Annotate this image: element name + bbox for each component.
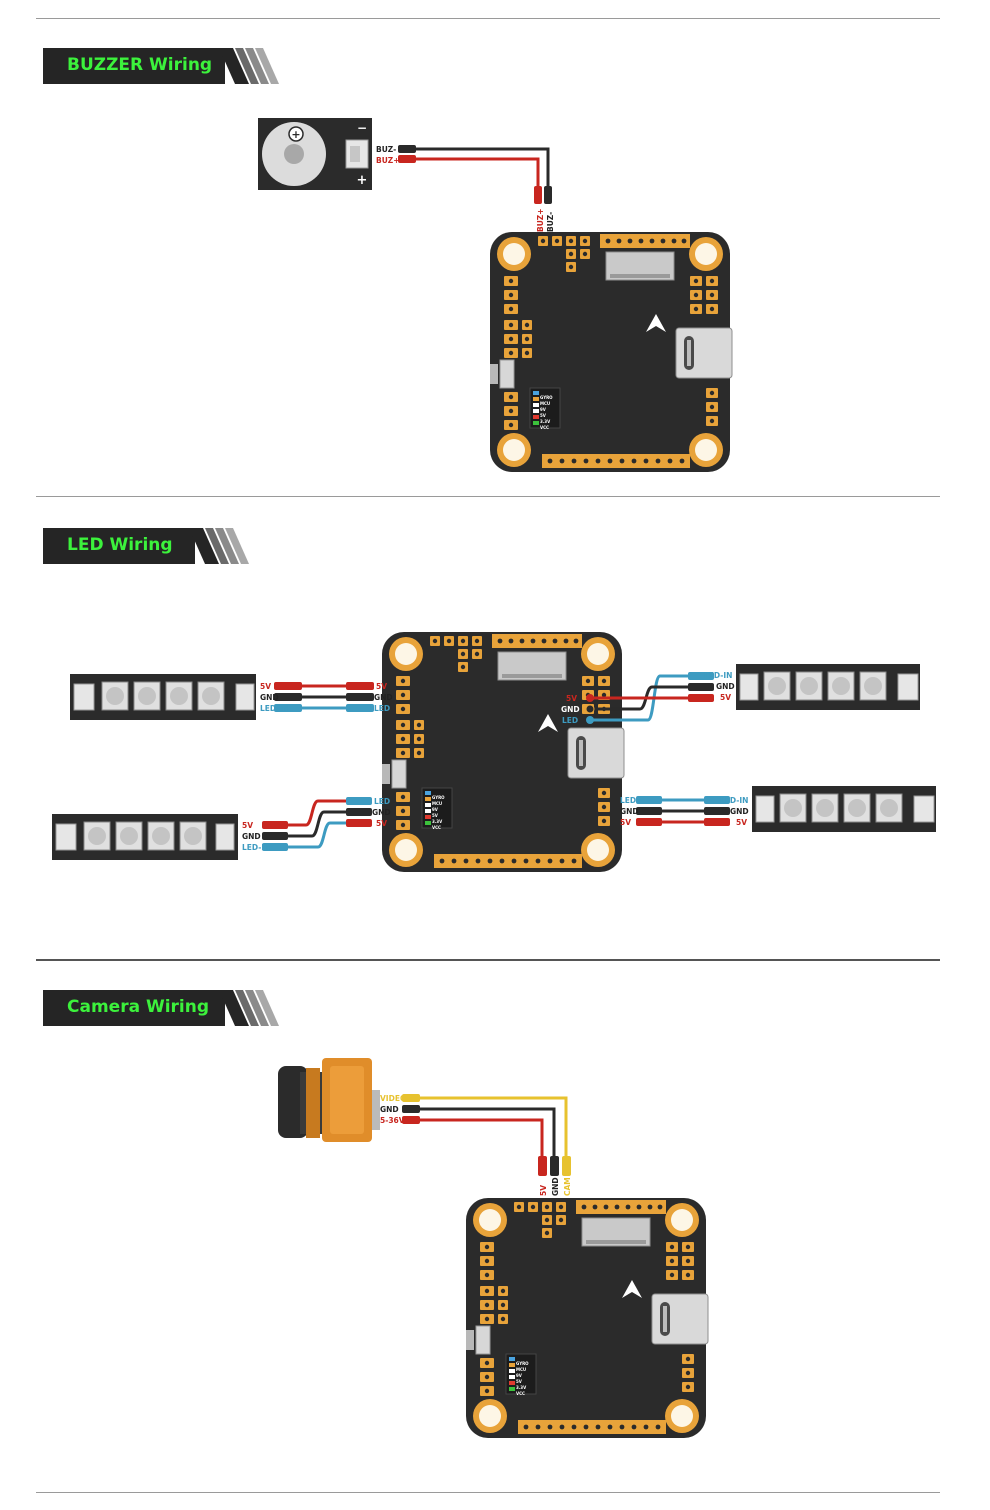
svg-text:GYRO: GYRO (540, 395, 553, 400)
section-title-camera: Camera Wiring (67, 997, 210, 1017)
svg-text:+: + (291, 128, 300, 141)
svg-text:5V: 5V (540, 413, 547, 418)
led-tr-board-gnd: GND (561, 705, 580, 714)
section-divider-bottom (36, 1492, 940, 1493)
svg-text:GYRO: GYRO (516, 1361, 529, 1366)
led-section: GYRO MCU 9V 5V 3.3V VCC 5V GND L (52, 631, 936, 873)
led-br-strip-ledin: LED-IN (720, 796, 748, 805)
led-tl-strip-ledin: LED-IN (260, 704, 288, 713)
section-divider-led-camera (36, 959, 940, 961)
svg-text:3.3V: 3.3V (432, 819, 443, 824)
camera-module (278, 1058, 380, 1142)
buzzer-wire-label-plus: BUZ+ (376, 156, 400, 165)
buzzer-wire-label-minus: BUZ- (376, 145, 396, 154)
svg-text:MCU: MCU (516, 1367, 526, 1372)
svg-text:3.3V: 3.3V (516, 1385, 527, 1390)
led-br-strip-gnd: GND (730, 807, 749, 816)
buzzer-module: + − + (258, 118, 372, 190)
svg-text:9V: 9V (540, 407, 547, 412)
board-led-labels-led: GYRO MCU 9V 5V 3.3V VCC (432, 795, 445, 830)
led-tr-board-5v: 5V (566, 694, 577, 703)
camera-wire-label-power: 5-36V (380, 1116, 405, 1125)
led-bl-strip-ledin: LED-IN (242, 843, 270, 852)
svg-text:9V: 9V (516, 1373, 523, 1378)
camera-wire-label-gnd: GND (380, 1105, 399, 1114)
buzzer-section: + − + BUZ- BUZ+ BUZ+ BUZ- GYRO MCU 9V 5V… (258, 118, 733, 473)
led-tl-board-5v: 5V (376, 682, 387, 691)
section-title-led: LED Wiring (67, 535, 173, 555)
section-banner-buzzer: BUZZER Wiring (43, 48, 283, 84)
led-bl-board-led: LED (374, 797, 390, 806)
led-tr-board-led: LED (562, 716, 578, 725)
led-tl-strip-gnd: GND (260, 693, 279, 702)
led-strip-bottom-left (52, 814, 238, 860)
led-strip-bottom-right (752, 786, 936, 832)
flight-controller-led (381, 631, 625, 873)
buzzer-minus-sign: − (357, 121, 367, 135)
board-led-labels-buzzer: GYRO MCU 9V 5V 3.3V VCC (540, 395, 553, 430)
flight-controller-camera (465, 1197, 709, 1439)
section-banner-camera: Camera Wiring (43, 990, 283, 1026)
section-title-buzzer: BUZZER Wiring (67, 55, 213, 75)
board-led-labels-camera: GYRO MCU 9V 5V 3.3V VCC (516, 1361, 529, 1396)
camera-wire-label-video: VIDEO (380, 1094, 406, 1103)
board-label-gnd: GND (551, 1177, 560, 1196)
led-tr-strip-gnd: GND (716, 682, 735, 691)
board-label-cam: CAM (563, 1177, 572, 1196)
svg-text:9V: 9V (432, 807, 439, 812)
board-label-buz-plus: BUZ+ (536, 208, 545, 232)
led-tl-strip-5v: 5V (260, 682, 271, 691)
board-label-buz-minus: BUZ- (546, 212, 555, 232)
led-br-board-5v: 5V (620, 818, 631, 827)
led-tl-board-led: LED (374, 704, 390, 713)
section-divider-top (36, 18, 940, 19)
led-strip-top-left (70, 674, 256, 720)
led-tl-board-gnd: GND (374, 693, 393, 702)
svg-text:VCC: VCC (540, 425, 549, 430)
buzzer-plus-sign: + (357, 173, 368, 188)
led-bl-strip-gnd: GND (242, 832, 261, 841)
svg-text:MCU: MCU (540, 401, 550, 406)
svg-text:GYRO: GYRO (432, 795, 445, 800)
section-divider-buzzer-led (36, 496, 940, 497)
led-bl-board-gnd: GND (372, 808, 391, 817)
svg-text:MCU: MCU (432, 801, 442, 806)
flight-controller-buzzer (489, 231, 733, 473)
svg-text:5V: 5V (432, 813, 439, 818)
svg-text:VCC: VCC (516, 1391, 525, 1396)
led-br-board-gnd: GND (620, 807, 639, 816)
led-bl-strip-5v: 5V (242, 821, 253, 830)
led-br-strip-5v: 5V (736, 818, 747, 827)
led-bl-board-5v: 5V (376, 819, 387, 828)
led-tr-strip-ledin: LED-IN (704, 671, 732, 680)
section-banner-led: LED Wiring (43, 528, 253, 564)
led-strip-top-right (736, 664, 920, 710)
board-label-5v: 5V (539, 1185, 548, 1196)
svg-text:VCC: VCC (432, 825, 441, 830)
svg-text:5V: 5V (516, 1379, 523, 1384)
camera-section: VIDEO GND 5-36V 5V GND CAM GYRO MCU 9V 5… (278, 1058, 709, 1439)
led-tr-strip-5v: 5V (720, 693, 731, 702)
svg-text:3.3V: 3.3V (540, 419, 551, 424)
led-br-board-led: LED (620, 796, 636, 805)
